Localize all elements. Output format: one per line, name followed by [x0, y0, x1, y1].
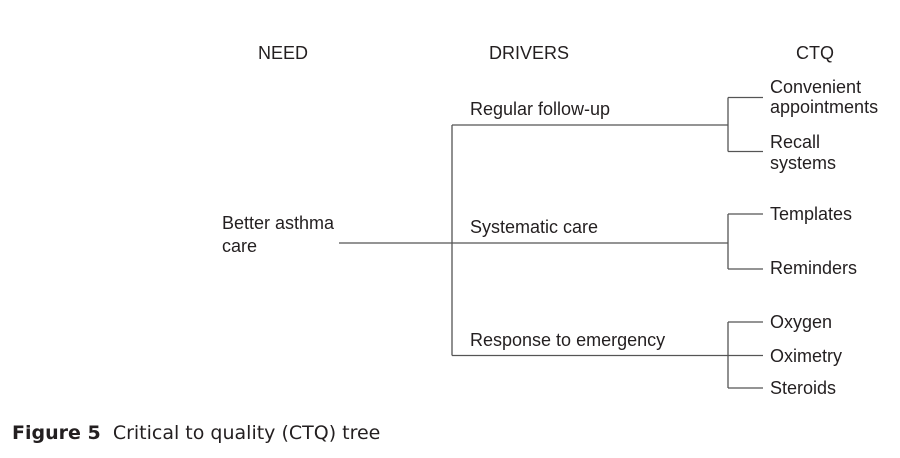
ctq-reminders: Reminders	[770, 258, 858, 278]
driver-regular-follow-up: Regular follow-up	[470, 99, 611, 119]
ctq-templates: Templates	[770, 204, 853, 224]
header-drivers: DRIVERS	[489, 43, 570, 63]
ctq-steroids: Steroids	[770, 378, 837, 398]
figure-label: Figure 5	[12, 422, 101, 444]
figure-caption-text: Critical to quality (CTQ) tree	[112, 422, 381, 444]
header-need: NEED	[258, 43, 309, 63]
figure-caption: Figure 5 Critical to quality (CTQ) tree	[12, 422, 380, 444]
driver-response-to-emergency: Response to emergency	[470, 330, 666, 350]
ctq-recall-line2: systems	[770, 153, 837, 173]
ctq-convenient-line2: appointments	[770, 97, 879, 117]
ctq-oxygen: Oxygen	[770, 312, 833, 332]
need-label-line2: care	[222, 236, 258, 256]
need-label-line1: Better asthma	[222, 213, 335, 233]
ctq-oximetry: Oximetry	[770, 346, 842, 366]
driver-systematic-care: Systematic care	[470, 217, 599, 237]
ctq-recall-line1: Recall	[770, 132, 821, 152]
header-ctq: CTQ	[796, 43, 834, 63]
ctq-convenient-line1: Convenient	[770, 77, 862, 97]
